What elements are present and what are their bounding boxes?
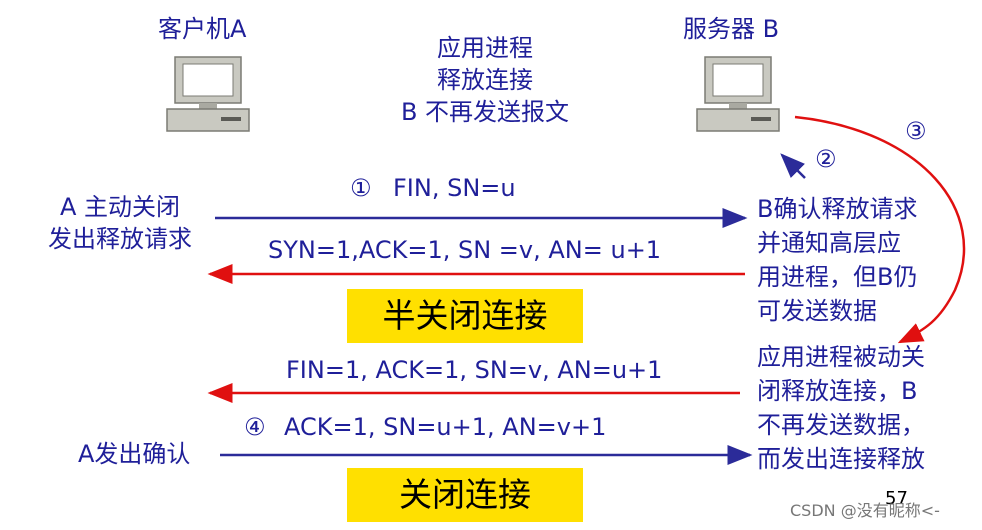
close-highlight: 关闭连接 bbox=[347, 468, 583, 522]
b-close-line2: 闭释放连接，B bbox=[757, 377, 918, 405]
fin-message: FIN, SN=u bbox=[393, 174, 516, 202]
b-close-line4: 而发出连接释放 bbox=[757, 445, 925, 473]
marker-3: ③ bbox=[905, 117, 927, 145]
center-note-line1: 应用进程 bbox=[437, 34, 533, 62]
b-confirm-line2: 并通知高层应 bbox=[757, 229, 901, 257]
b-close-line1: 应用进程被动关 bbox=[757, 343, 925, 371]
b-close-line3: 不再发送数据， bbox=[757, 411, 925, 439]
a-close-line1: A 主动关闭 bbox=[59, 193, 181, 221]
watermark: CSDN @没有昵称<- bbox=[790, 501, 940, 520]
center-note-line3: B 不再发送报文 bbox=[400, 98, 570, 126]
b-confirm-line4: 可发送数据 bbox=[757, 297, 877, 325]
client-label: 客户机A bbox=[158, 15, 247, 43]
fin-ack-message: FIN=1, ACK=1, SN=v, AN=u+1 bbox=[286, 356, 663, 384]
server-computer-icon bbox=[696, 56, 780, 132]
final-ack-message: ACK=1, SN=u+1, AN=v+1 bbox=[284, 413, 607, 441]
page-number: 57 bbox=[885, 488, 908, 509]
client-computer-icon bbox=[166, 56, 250, 132]
marker-1: ① bbox=[350, 174, 372, 202]
syn-ack-message: SYN=1,ACK=1, SN =v, AN= u+1 bbox=[268, 236, 662, 264]
a-close-line2: 发出释放请求 bbox=[48, 225, 192, 253]
notify-arrow bbox=[780, 153, 806, 179]
b-confirm-line3: 用进程，但B仍 bbox=[757, 263, 918, 291]
a-ack-note: A发出确认 bbox=[78, 440, 191, 468]
close-curve-arrow bbox=[794, 115, 966, 344]
center-note-line2: 释放连接 bbox=[437, 66, 533, 94]
server-label: 服务器 B bbox=[683, 15, 780, 43]
b-confirm-line1: B确认释放请求 bbox=[757, 195, 918, 223]
marker-4: ④ bbox=[244, 413, 266, 441]
marker-2: ② bbox=[815, 145, 837, 173]
half-close-highlight: 半关闭连接 bbox=[347, 289, 583, 343]
